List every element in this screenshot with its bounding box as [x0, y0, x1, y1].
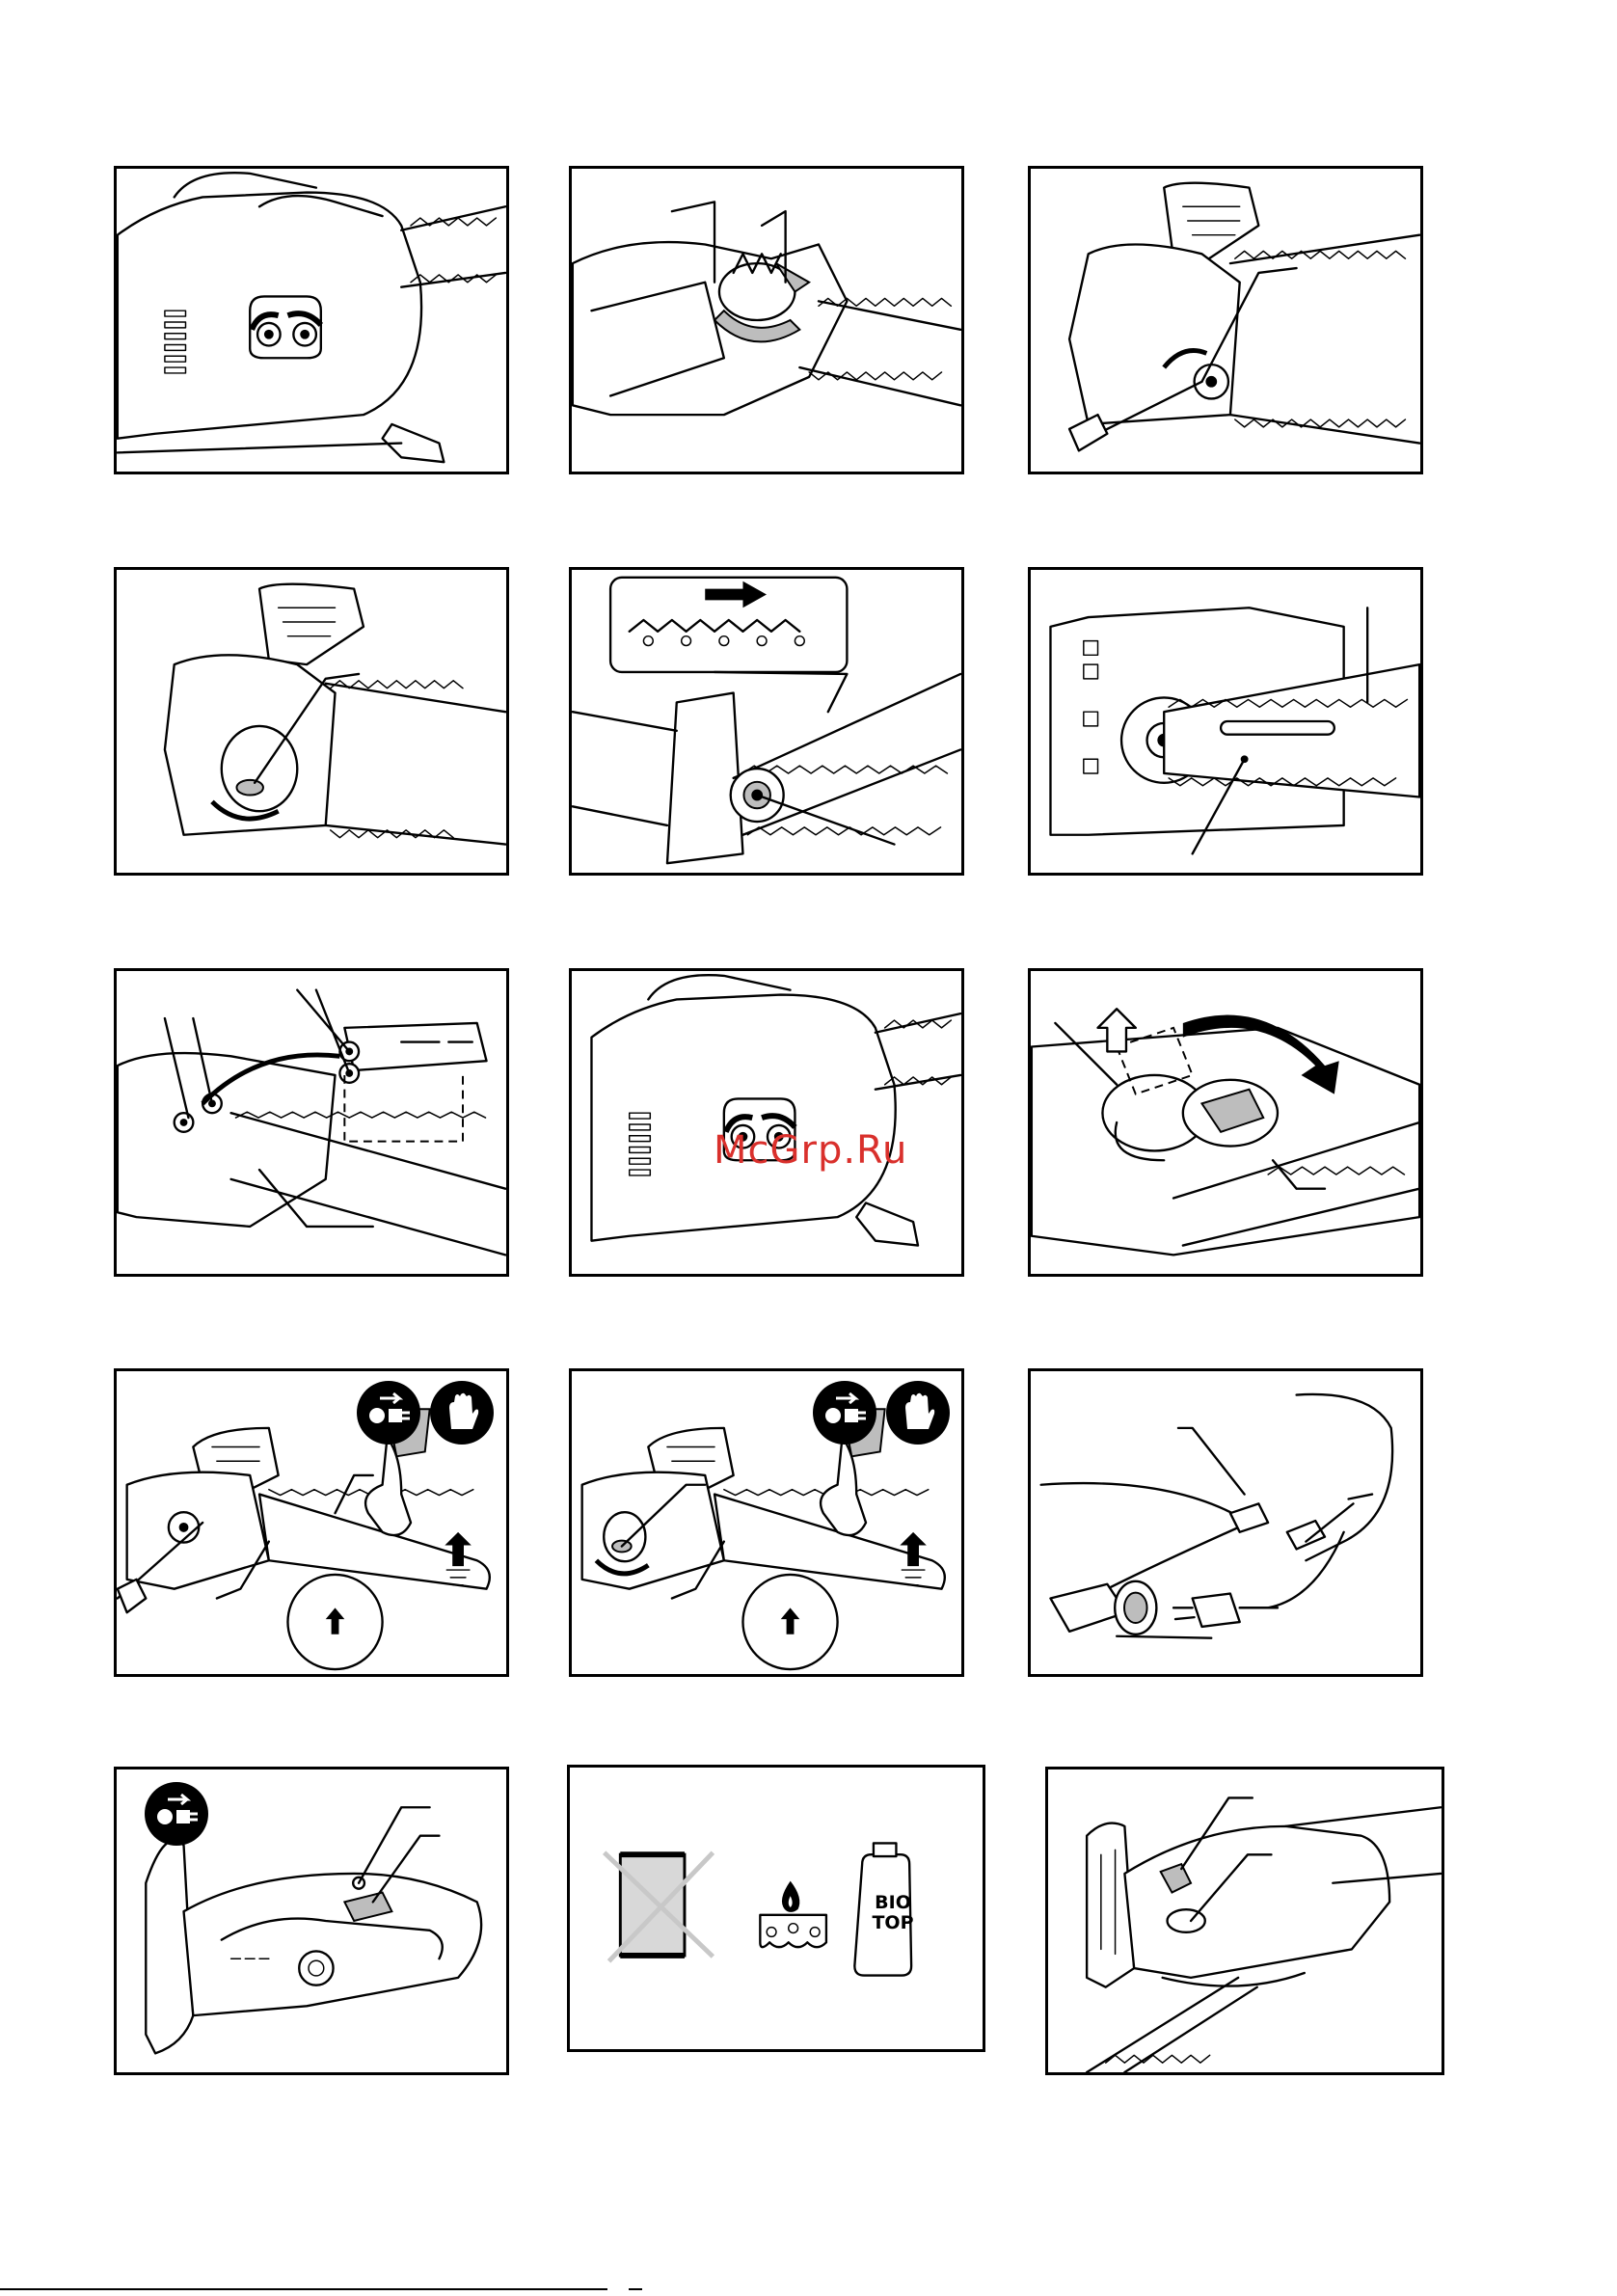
gloves-icon: [430, 1381, 494, 1445]
footer-rule-end: [629, 2288, 642, 2290]
figure-2-brake-mechanism: [569, 166, 964, 474]
unplug-icon: [145, 1782, 208, 1846]
unplug-icon: [813, 1381, 876, 1445]
figure-8-side-cover-nuts: [569, 968, 964, 1277]
figure-3-screwdriver-tension: [1028, 166, 1423, 474]
footer-rule: [0, 2288, 607, 2290]
figure-4-tension-knob: [114, 567, 509, 876]
figure-6-bar-on-sprocket: [1028, 567, 1423, 876]
figure-7-cover-removal: [114, 968, 509, 1277]
crossed-oil-can-icon: [605, 1852, 714, 1961]
figure-5-chain-direction: [569, 567, 964, 876]
unplug-icon: [357, 1381, 420, 1445]
figure-12-power-cord: [1028, 1368, 1423, 1677]
gloves-icon: [886, 1381, 950, 1445]
figure-1-side-cover: [114, 166, 509, 474]
figure-9-quick-tension-dial: [1028, 968, 1423, 1277]
figure-15-oil-cap: [1045, 1767, 1444, 2075]
watermark: McGrp.Ru: [714, 1128, 907, 1173]
flame-icon: [782, 1881, 799, 1912]
figure-14-oil-recommendation: [567, 1765, 985, 2052]
